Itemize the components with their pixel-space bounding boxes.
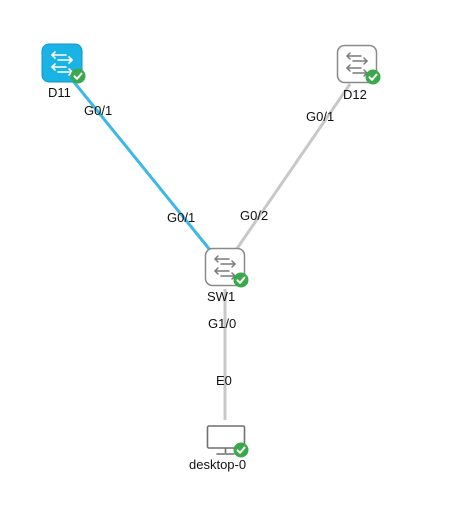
node-d12[interactable] [336,44,382,86]
port-label-sw1-g1-0: G1/0 [208,316,237,331]
monitor-icon [206,425,246,455]
port-label-d12-g0-1: G0/1 [306,109,335,124]
node-label-d12: D12 [343,87,367,102]
check-circle-icon [233,272,249,288]
port-label-sw1-g0-1: G0/1 [167,210,196,225]
link-d11-sw1[interactable] [63,70,212,251]
check-circle-icon [70,68,86,84]
node-desktop-0[interactable] [206,420,252,460]
port-label-d11-g0-1: G0/1 [84,103,113,118]
link-d12-sw1[interactable] [234,83,352,251]
node-label-d11: D11 [48,85,71,100]
node-label-sw1: SW1 [207,289,236,304]
port-label-sw1-g0-2: G0/2 [240,208,269,223]
check-circle-icon [233,442,249,458]
check-circle-icon [365,69,381,85]
node-label-desktop-0: desktop-0 [189,457,247,472]
node-d11[interactable] [41,43,87,85]
port-label-desktop0-e0: E0 [216,373,232,388]
node-sw1[interactable] [204,247,250,289]
